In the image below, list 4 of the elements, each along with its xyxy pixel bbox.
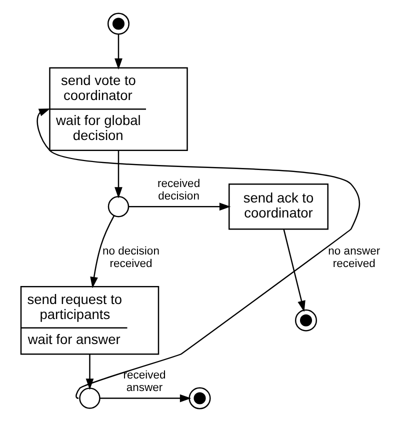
edge-label: received decision <box>158 178 200 202</box>
edge-label: received answer <box>123 370 166 394</box>
edge-label: no answer received <box>328 245 380 270</box>
edge-label: no decision received <box>102 245 160 270</box>
